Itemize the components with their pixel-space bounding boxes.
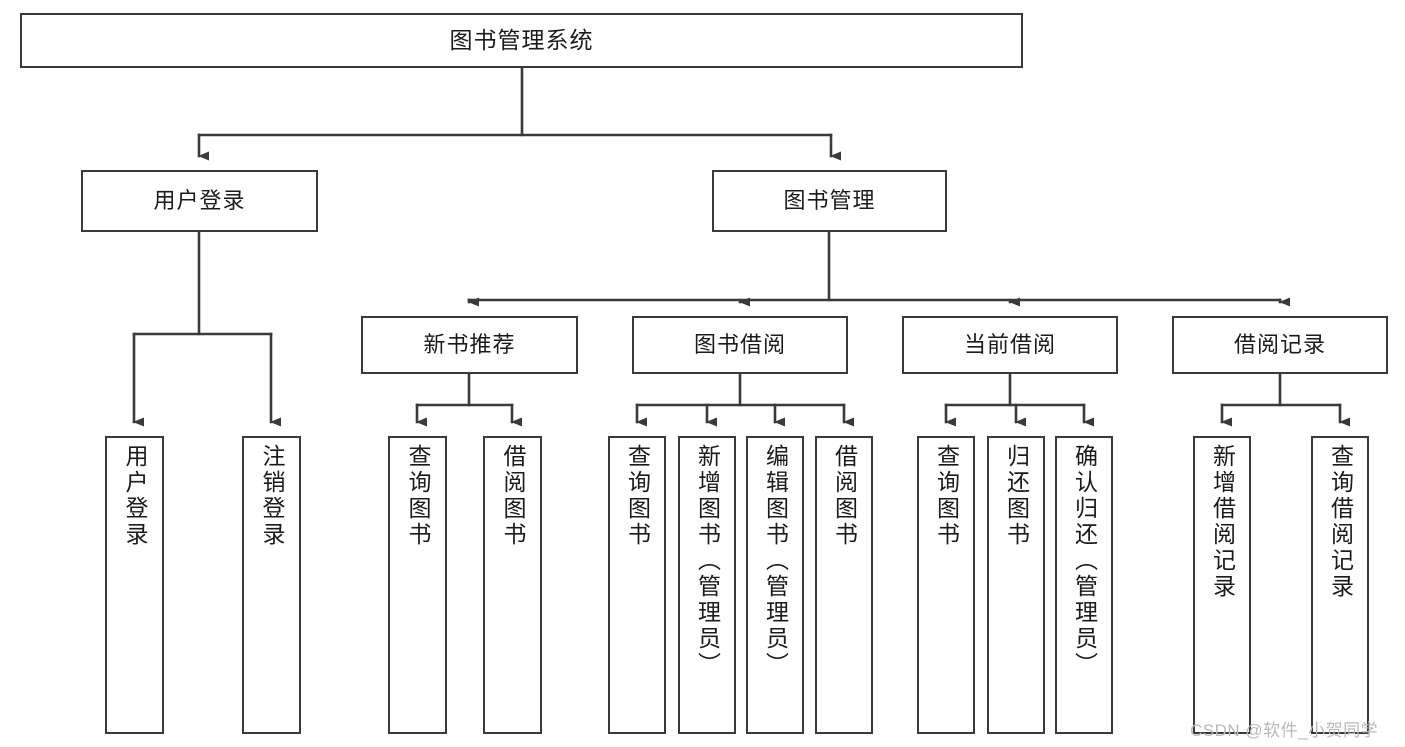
leaf-borrow-record-2-label: 查询借阅记录 (1327, 444, 1354, 600)
node-book-borrow-label: 图书借阅 (693, 332, 786, 358)
leaf-book-borrow-4-label: 借阅图书 (831, 444, 858, 548)
leaf-user-login-2-label: 注销登录 (259, 444, 285, 548)
leaf-book-borrow-2-label: 新增图书（管理员） (694, 444, 721, 678)
leaf-book-borrow-2[interactable]: 新增图书（管理员） (678, 436, 736, 734)
node-root-label: 图书管理系统 (449, 26, 594, 53)
leaf-book-borrow-4[interactable]: 借阅图书 (815, 436, 873, 734)
leaf-current-borrow-1[interactable]: 查询图书 (917, 436, 975, 734)
leaf-user-login-1[interactable]: 用户登录 (105, 436, 164, 734)
leaf-new-book-1-label: 查询图书 (405, 444, 431, 548)
leaf-current-borrow-3[interactable]: 确认归还（管理员） (1055, 436, 1113, 734)
leaf-new-book-2[interactable]: 借阅图书 (483, 436, 542, 734)
leaf-book-borrow-3[interactable]: 编辑图书（管理员） (746, 436, 804, 734)
leaf-borrow-record-1-label: 新增借阅记录 (1209, 444, 1236, 600)
leaf-current-borrow-3-label: 确认归还（管理员） (1071, 444, 1098, 678)
leaf-current-borrow-2[interactable]: 归还图书 (987, 436, 1045, 734)
leaf-book-borrow-1-label: 查询图书 (624, 444, 651, 548)
leaf-current-borrow-1-label: 查询图书 (933, 444, 960, 548)
leaf-new-book-1[interactable]: 查询图书 (388, 436, 447, 734)
node-borrow-record[interactable]: 借阅记录 (1172, 316, 1388, 374)
leaf-new-book-2-label: 借阅图书 (500, 444, 526, 548)
leaf-borrow-record-1[interactable]: 新增借阅记录 (1193, 436, 1251, 734)
node-user-login-label: 用户登录 (153, 188, 246, 214)
node-user-login[interactable]: 用户登录 (81, 170, 318, 232)
node-new-book-recommend-label: 新书推荐 (423, 332, 516, 358)
node-book-management[interactable]: 图书管理 (712, 170, 947, 232)
leaf-current-borrow-2-label: 归还图书 (1003, 444, 1030, 548)
leaf-user-login-1-label: 用户登录 (122, 444, 148, 548)
node-root-system[interactable]: 图书管理系统 (20, 13, 1023, 68)
node-new-book-recommend[interactable]: 新书推荐 (361, 316, 578, 374)
node-current-borrow-label: 当前借阅 (963, 332, 1056, 358)
node-book-management-label: 图书管理 (783, 188, 876, 214)
node-current-borrow[interactable]: 当前借阅 (902, 316, 1118, 374)
node-book-borrow[interactable]: 图书借阅 (632, 316, 848, 374)
leaf-user-login-2[interactable]: 注销登录 (242, 436, 301, 734)
leaf-book-borrow-3-label: 编辑图书（管理员） (762, 444, 789, 678)
watermark-csdn: CSDN @软件_小贺同学 (1190, 721, 1379, 740)
node-borrow-record-label: 借阅记录 (1233, 332, 1326, 358)
leaf-borrow-record-2[interactable]: 查询借阅记录 (1311, 436, 1369, 734)
leaf-book-borrow-1[interactable]: 查询图书 (608, 436, 666, 734)
